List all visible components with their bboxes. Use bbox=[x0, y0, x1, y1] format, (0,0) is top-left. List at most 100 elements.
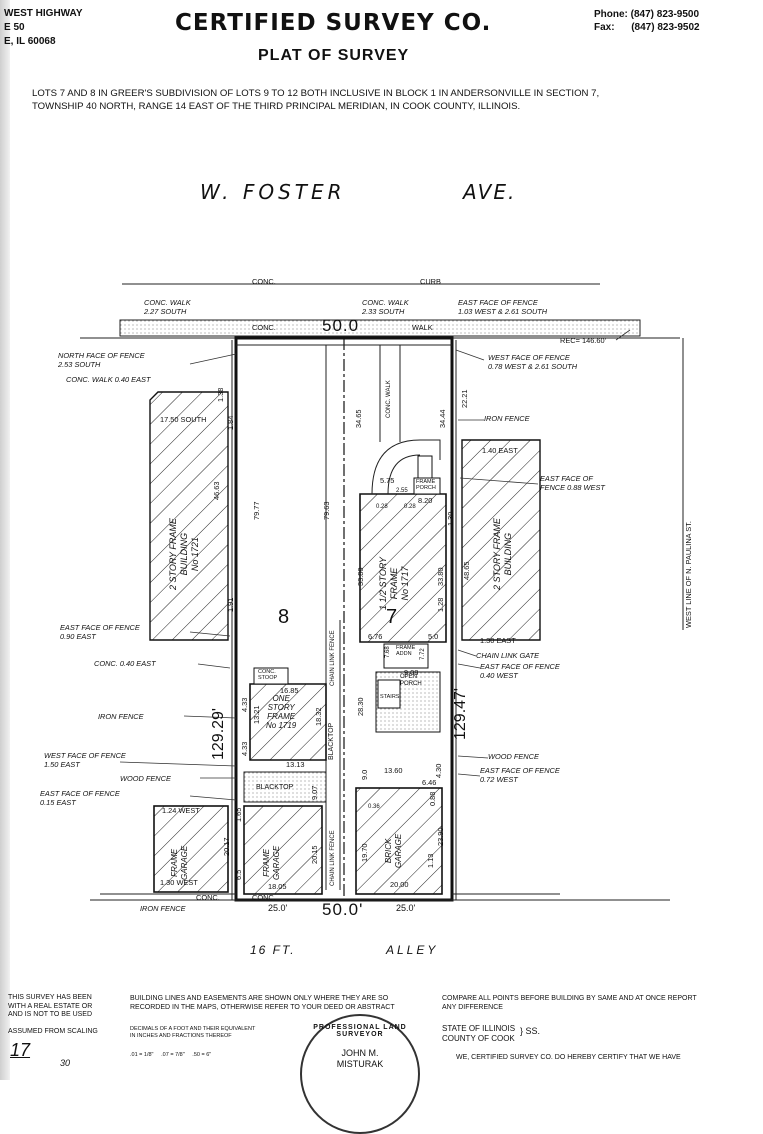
sidewalk-conc: CONC. bbox=[252, 323, 276, 332]
bottom-conc-right: CONC. bbox=[252, 893, 276, 902]
note-east-face-072: EAST FACE OF FENCE 0.72 WEST bbox=[480, 766, 560, 784]
note-east-face-103: EAST FACE OF FENCE 1.03 WEST & 2.61 SOUT… bbox=[458, 298, 548, 316]
plat-drawing bbox=[80, 283, 684, 902]
seal-ring-text: PROFESSIONAL LAND SURVEYOR bbox=[313, 1024, 407, 1038]
footer-building-lines: BUILDING LINES AND EASEMENTS ARE SHOWN O… bbox=[130, 995, 395, 1011]
dim-2390: 23.90 bbox=[436, 827, 445, 847]
dim-433b: 4.33 bbox=[240, 741, 249, 756]
dim-908: 9.08 bbox=[404, 668, 419, 677]
note-iron-fence-bottom: IRON FENCE bbox=[140, 904, 186, 913]
curved-walk bbox=[371, 439, 441, 495]
right-building bbox=[461, 439, 541, 641]
note-conc-walk-227: CONC. WALK 2.27 SOUTH bbox=[144, 298, 191, 316]
dim-3444: 34.44 bbox=[438, 409, 447, 429]
dim-140e: 1.40 EAST bbox=[482, 446, 518, 455]
public-sidewalk bbox=[119, 319, 641, 337]
note-conc-040: CONC. 0.40 EAST bbox=[94, 659, 156, 668]
dim-1685: 16.85 bbox=[280, 686, 299, 695]
footer-decimal-table: .01 = 1/8" .07 = 7/8" .50 = 6" bbox=[130, 1052, 212, 1058]
label-one-story: ONE STORY FRAME No 1719 bbox=[266, 694, 297, 730]
dim-138: 1.38 bbox=[216, 387, 225, 402]
frame-addn bbox=[383, 643, 429, 669]
dim-4663: 46.63 bbox=[212, 481, 221, 501]
lot-width-bottom: 50.0' bbox=[322, 900, 364, 919]
dim-90: 9.0 bbox=[360, 769, 369, 780]
brick-garage bbox=[355, 787, 443, 895]
curb-label-a: CONC. bbox=[252, 277, 276, 286]
dim-191: 1.91 bbox=[226, 597, 235, 612]
dim-3380a: 33.80 bbox=[356, 567, 365, 587]
note-conc-walk-040: CONC. WALK 0.40 EAST bbox=[66, 375, 151, 384]
lot-width-top: 50.0 bbox=[322, 316, 360, 335]
label-left-garage: FRAME GARAGE bbox=[170, 845, 189, 880]
footer-number-2: 30 bbox=[60, 1058, 71, 1068]
dim-646: 6.46 bbox=[422, 778, 437, 787]
dim-2000: 20.00 bbox=[390, 880, 409, 889]
dim-255: 2.55 bbox=[396, 488, 408, 494]
dim-184: 1.84 bbox=[226, 415, 235, 430]
street-suffix: AVE. bbox=[463, 180, 517, 204]
dim-430: 4.30 bbox=[434, 763, 443, 778]
label-open-porch: OPEN PORCH bbox=[400, 674, 422, 687]
footer-ss: } SS. bbox=[520, 1026, 541, 1036]
legal-description: LOTS 7 AND 8 IN GREER'S SUBDIVISION OF L… bbox=[32, 88, 600, 112]
footer-decimals: DECIMALS OF A FOOT AND THEIR EQUIVALENT … bbox=[130, 1026, 256, 1039]
curb-label-b: CURB bbox=[420, 277, 441, 286]
dim-4865: 48.65 bbox=[462, 561, 471, 581]
dim-130: 1.30 bbox=[446, 511, 455, 526]
dim-1313: 13.13 bbox=[286, 760, 305, 769]
dim-1970: 19.70 bbox=[360, 843, 369, 863]
dim-088: 0.88 bbox=[428, 791, 437, 806]
left-frame-garage bbox=[153, 805, 229, 893]
footer-compare: COMPARE ALL POINTS BEFORE BUILDING BY SA… bbox=[442, 995, 697, 1011]
conc-stoop bbox=[253, 667, 289, 685]
dim-3465: 34.65 bbox=[354, 409, 363, 429]
sidewalk-walk: WALK bbox=[412, 323, 433, 332]
dim-1360: 13.60 bbox=[384, 766, 403, 775]
note-east-face-090: EAST FACE OF FENCE 0.90 EAST bbox=[60, 623, 140, 641]
label-left-building: 2 STORY FRAME BUILDING No 1721 bbox=[168, 518, 200, 590]
note-wood-fence-right: WOOD FENCE bbox=[488, 752, 539, 761]
dim-124w: 1.24 WEST bbox=[162, 806, 200, 815]
dim-7977: 79.77 bbox=[252, 501, 261, 521]
dim-772: 7.72 bbox=[420, 648, 426, 660]
dim-907: 9.07 bbox=[310, 785, 319, 800]
label-conc-walk: CONC. WALK bbox=[386, 380, 392, 418]
note-west-face-150: WEST FACE OF FENCE 1.50 EAST bbox=[44, 751, 126, 769]
dim-50: 5.0 bbox=[428, 632, 439, 641]
dim-128: 1.28 bbox=[436, 597, 445, 612]
dim-1805: 18.05 bbox=[268, 882, 287, 891]
street-name: W. FOSTER bbox=[200, 180, 346, 204]
note-west-face-078: WEST FACE OF FENCE 0.78 WEST & 2.61 SOUT… bbox=[488, 353, 578, 371]
dim-433a: 4.33 bbox=[240, 697, 249, 712]
dim-130e: 1.30 EAST bbox=[480, 636, 516, 645]
depth-west: 129.29' bbox=[210, 708, 227, 760]
note-north-face: NORTH FACE OF FENCE 2.53 SOUTH bbox=[58, 351, 145, 369]
note-east-face-088: EAST FACE OF FENCE 0.88 WEST bbox=[540, 474, 605, 492]
blacktop-area bbox=[243, 771, 327, 803]
label-conc-stoop: CONC. STOOP bbox=[258, 669, 278, 681]
note-iron-fence-right: IRON FENCE bbox=[484, 414, 530, 423]
label-frame-addn: FRAME ADDN bbox=[396, 645, 416, 657]
label-stairs: STAIRS bbox=[380, 694, 400, 700]
label-frame-porch: FRAME PORCH bbox=[416, 479, 436, 491]
left-building bbox=[149, 391, 229, 641]
dim-1750: 17.50 SOUTH bbox=[160, 415, 207, 424]
dim-676: 6.76 bbox=[368, 632, 383, 641]
label-house-1717: 1 1/2 STORY FRAME No 1717 bbox=[378, 556, 410, 610]
surveyor-seal: PROFESSIONAL LAND SURVEYOR JOHN M. MISTU… bbox=[300, 1014, 420, 1134]
footer-disclaimer: THIS SURVEY HAS BEEN WITH A REAL ESTATE … bbox=[8, 994, 98, 1035]
note-conc-walk-233: CONC. WALK 2.33 SOUTH bbox=[362, 298, 409, 316]
footer-number: 17 bbox=[10, 1040, 31, 1060]
dim-1321: 13.21 bbox=[252, 705, 261, 725]
depth-east: 129.47' bbox=[452, 688, 469, 740]
bottom-25-right: 25.0' bbox=[396, 903, 416, 913]
label-chain-link-fence-a: CHAIN LINK FENCE bbox=[330, 630, 336, 686]
dim-036: 0.36 bbox=[368, 804, 380, 810]
paulina-street-label: WEST LINE OF N. PAULINA ST. bbox=[684, 521, 693, 628]
dim-165: 1.65 bbox=[234, 807, 243, 822]
one-story-frame bbox=[249, 683, 327, 761]
label-chain-link-fence-b: CHAIN LINK FENCE bbox=[330, 830, 336, 886]
alley-width: 16 FT. bbox=[250, 943, 296, 957]
